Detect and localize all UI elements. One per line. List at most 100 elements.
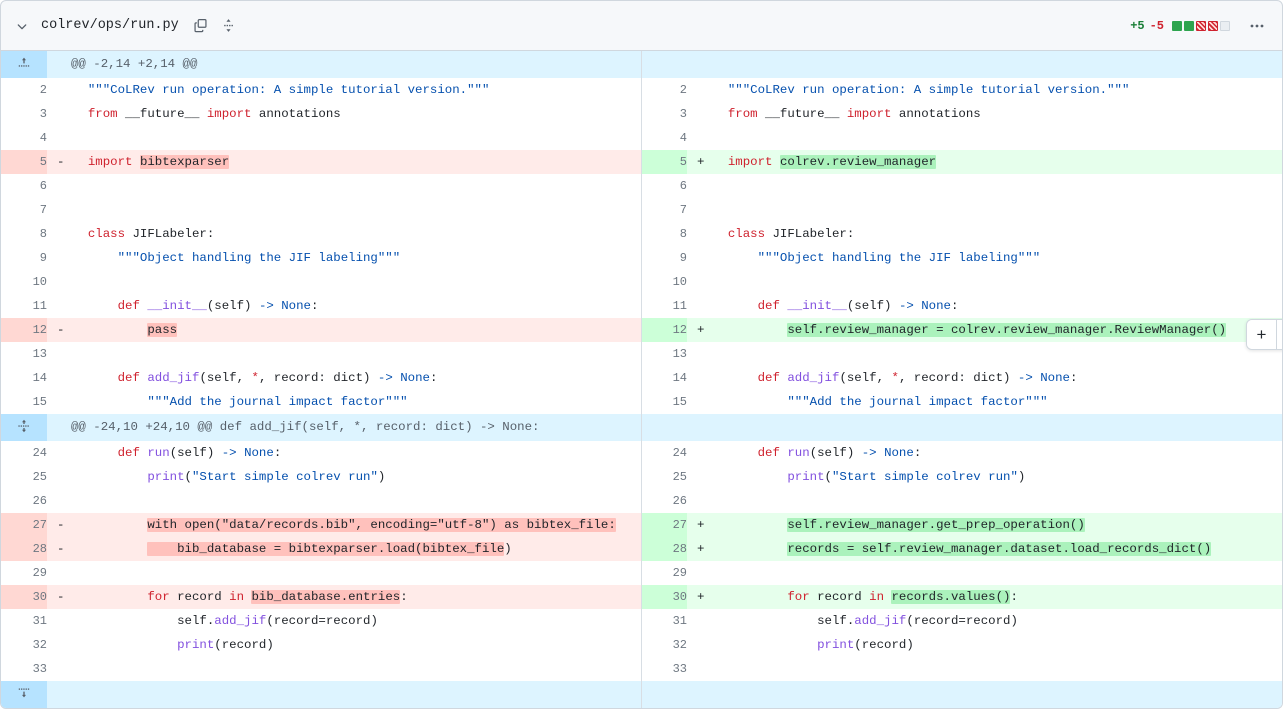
code-cell[interactable]: from __future__ import annotations: [47, 102, 642, 126]
code-cell[interactable]: """CoLRev run operation: A simple tutori…: [687, 78, 1282, 102]
code-cell[interactable]: def add_jif(self, *, record: dict) -> No…: [687, 366, 1282, 390]
code-cell[interactable]: + records = self.review_manager.dataset.…: [687, 537, 1282, 561]
code-cell[interactable]: def run(self) -> None:: [47, 441, 642, 465]
line-number[interactable]: 13: [641, 342, 687, 366]
code-cell[interactable]: from __future__ import annotations: [687, 102, 1282, 126]
line-number[interactable]: 7: [641, 198, 687, 222]
code-cell[interactable]: [687, 657, 1282, 681]
line-number[interactable]: 5: [641, 150, 687, 174]
line-number[interactable]: 32: [641, 633, 687, 657]
line-number[interactable]: 8: [1, 222, 47, 246]
code-cell[interactable]: + self.review_manager.get_prep_operation…: [687, 513, 1282, 537]
code-cell[interactable]: - with open("data/records.bib", encoding…: [47, 513, 642, 537]
file-path[interactable]: colrev/ops/run.py: [41, 18, 179, 33]
code-cell[interactable]: - for record in bib_database.entries:: [47, 585, 642, 609]
line-number[interactable]: 12: [641, 318, 687, 342]
line-number[interactable]: 6: [641, 174, 687, 198]
line-number[interactable]: 33: [641, 657, 687, 681]
line-number[interactable]: 4: [1, 126, 47, 150]
code-cell[interactable]: - pass: [47, 318, 642, 342]
line-number[interactable]: 28: [641, 537, 687, 561]
code-cell[interactable]: """Add the journal impact factor""": [47, 390, 642, 414]
code-cell[interactable]: [47, 174, 642, 198]
code-cell[interactable]: print("Start simple colrev run"): [687, 465, 1282, 489]
code-cell[interactable]: def add_jif(self, *, record: dict) -> No…: [47, 366, 642, 390]
code-cell[interactable]: """Object handling the JIF labeling""": [687, 246, 1282, 270]
code-cell[interactable]: [47, 126, 642, 150]
code-cell[interactable]: [47, 198, 642, 222]
line-number[interactable]: 31: [641, 609, 687, 633]
line-number[interactable]: 13: [1, 342, 47, 366]
kebab-horizontal-icon[interactable]: [1244, 13, 1270, 39]
code-cell[interactable]: [47, 657, 642, 681]
code-cell[interactable]: class JIFLabeler:: [687, 222, 1282, 246]
code-cell[interactable]: print("Start simple colrev run"): [47, 465, 642, 489]
line-number[interactable]: 3: [1, 102, 47, 126]
code-cell[interactable]: def run(self) -> None:: [687, 441, 1282, 465]
code-cell[interactable]: def __init__(self) -> None:: [687, 294, 1282, 318]
line-number[interactable]: 11: [641, 294, 687, 318]
line-number[interactable]: 30: [641, 585, 687, 609]
code-cell[interactable]: [687, 126, 1282, 150]
code-cell[interactable]: [687, 561, 1282, 585]
line-number[interactable]: 31: [1, 609, 47, 633]
line-number[interactable]: 25: [1, 465, 47, 489]
line-number[interactable]: 24: [641, 441, 687, 465]
line-number[interactable]: 9: [641, 246, 687, 270]
code-cell[interactable]: - bib_database = bibtexparser.load(bibte…: [47, 537, 642, 561]
code-cell[interactable]: [687, 270, 1282, 294]
code-cell[interactable]: + self.review_manager = colrev.review_ma…: [687, 318, 1282, 342]
line-number[interactable]: 26: [641, 489, 687, 513]
copy-path-icon[interactable]: [189, 14, 213, 38]
line-number[interactable]: 15: [1, 390, 47, 414]
line-number[interactable]: 3: [641, 102, 687, 126]
line-number[interactable]: 2: [641, 78, 687, 102]
line-number[interactable]: 11: [1, 294, 47, 318]
code-cell[interactable]: self.add_jif(record=record): [47, 609, 642, 633]
add-comment-caret-icon[interactable]: ▾: [1276, 320, 1282, 349]
line-number[interactable]: 4: [641, 126, 687, 150]
line-number[interactable]: 27: [641, 513, 687, 537]
line-number[interactable]: 8: [641, 222, 687, 246]
line-number[interactable]: 10: [1, 270, 47, 294]
code-cell[interactable]: + for record in records.values():: [687, 585, 1282, 609]
line-number[interactable]: 7: [1, 198, 47, 222]
expand-up-icon[interactable]: [1, 51, 47, 78]
expand-file-icon[interactable]: [217, 14, 241, 38]
line-number[interactable]: 14: [641, 366, 687, 390]
expand-down-icon[interactable]: [1, 681, 47, 708]
code-cell[interactable]: """CoLRev run operation: A simple tutori…: [47, 78, 642, 102]
line-number[interactable]: 5: [1, 150, 47, 174]
code-cell[interactable]: [47, 270, 642, 294]
line-number[interactable]: 30: [1, 585, 47, 609]
line-number[interactable]: 29: [641, 561, 687, 585]
line-number[interactable]: 29: [1, 561, 47, 585]
code-cell[interactable]: print(record): [47, 633, 642, 657]
line-number[interactable]: 32: [1, 633, 47, 657]
code-cell[interactable]: + import colrev.review_manager: [687, 150, 1282, 174]
code-cell[interactable]: [687, 342, 1282, 366]
line-number[interactable]: 14: [1, 366, 47, 390]
code-cell[interactable]: [47, 342, 642, 366]
code-cell[interactable]: [687, 198, 1282, 222]
code-cell[interactable]: [687, 489, 1282, 513]
line-number[interactable]: 26: [1, 489, 47, 513]
line-number[interactable]: 9: [1, 246, 47, 270]
code-cell[interactable]: def __init__(self) -> None:: [47, 294, 642, 318]
add-comment-plus-icon[interactable]: +: [1247, 320, 1276, 349]
code-cell[interactable]: print(record): [687, 633, 1282, 657]
chevron-down-icon[interactable]: [9, 13, 35, 39]
code-cell[interactable]: [687, 174, 1282, 198]
code-cell[interactable]: self.add_jif(record=record): [687, 609, 1282, 633]
line-number[interactable]: 25: [641, 465, 687, 489]
code-cell[interactable]: [47, 561, 642, 585]
expand-both-icon[interactable]: [1, 414, 47, 441]
line-number[interactable]: 2: [1, 78, 47, 102]
line-number[interactable]: 33: [1, 657, 47, 681]
line-number[interactable]: 28: [1, 537, 47, 561]
code-cell[interactable]: - import bibtexparser: [47, 150, 642, 174]
line-number[interactable]: 15: [641, 390, 687, 414]
code-cell[interactable]: """Object handling the JIF labeling""": [47, 246, 642, 270]
code-cell[interactable]: """Add the journal impact factor""": [687, 390, 1282, 414]
line-number[interactable]: 27: [1, 513, 47, 537]
